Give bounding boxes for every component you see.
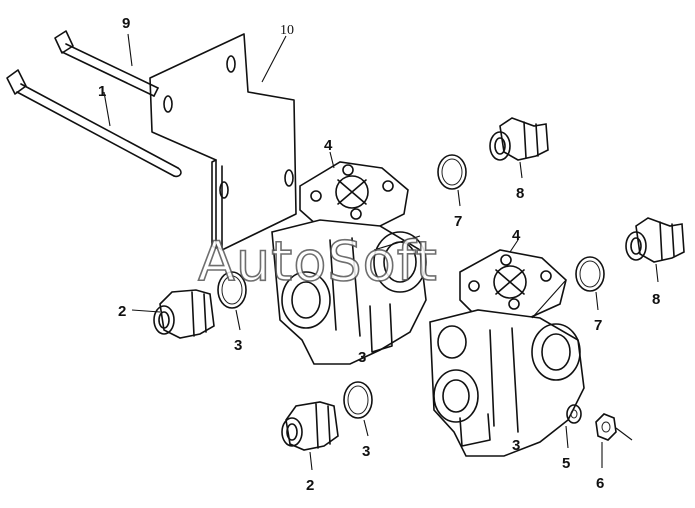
fitting-8-lower [625, 217, 685, 263]
callout-4-lower: 4 [512, 227, 521, 244]
fitting-8-upper [489, 117, 549, 161]
watermark-text: AutoSoft [198, 230, 438, 293]
long-bolt-9 [54, 30, 159, 97]
relay-valve-body-lower [429, 249, 585, 457]
callout-3-left: 3 [234, 337, 242, 354]
washer-5 [566, 404, 582, 424]
callout-4-upper: 4 [324, 137, 333, 154]
callout-3-bottom: 3 [362, 443, 370, 460]
o-ring-7-upper [437, 154, 467, 190]
callout-9: 9 [122, 15, 130, 32]
callout-2-bottom: 2 [306, 477, 314, 494]
o-ring-7-lower [575, 256, 605, 292]
callout-7-lower: 7 [594, 317, 602, 334]
callout-numbers: 9 1 10 4 4 8 8 7 7 2 3 3 3 3 2 5 6 [98, 15, 660, 494]
callout-3-upper-body: 3 [358, 349, 366, 366]
callout-2-left: 2 [118, 303, 126, 320]
fitting-2-bottom [281, 401, 339, 451]
fitting-2-left [153, 289, 215, 339]
callout-7-upper: 7 [454, 213, 462, 230]
callout-1: 1 [98, 83, 106, 100]
mounting-bracket-10 [149, 33, 297, 251]
nut-6 [595, 413, 633, 441]
callout-6: 6 [596, 475, 604, 492]
callout-8-lower: 8 [652, 291, 660, 308]
callout-10: 10 [280, 23, 294, 38]
o-ring-3-left [217, 271, 247, 309]
o-ring-3-bottom [343, 381, 373, 419]
long-bolt-1 [6, 69, 182, 178]
callout-3-lower-body: 3 [512, 437, 520, 454]
leader-lines [103, 33, 659, 471]
relay-valve-body-upper [271, 161, 427, 365]
callout-8-upper: 8 [516, 185, 524, 202]
callout-5: 5 [562, 455, 570, 472]
